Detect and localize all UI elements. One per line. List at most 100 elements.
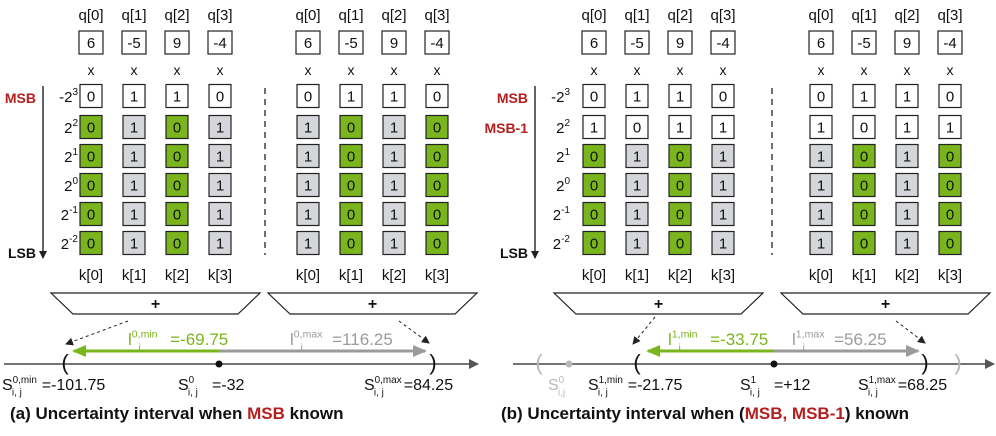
bit-cell <box>425 201 449 227</box>
bit-value: 0 <box>590 149 598 166</box>
bit-cell <box>895 114 919 140</box>
bit-value: 1 <box>903 89 911 106</box>
bit-cell <box>425 83 449 109</box>
interval-open-bracket: ( <box>61 350 69 375</box>
bit-value: 1 <box>946 120 954 137</box>
bit-value: 1 <box>390 89 398 106</box>
bit-value: 1 <box>817 149 825 166</box>
multiply-sign: x <box>818 62 825 78</box>
q-value: -5 <box>127 35 140 52</box>
adder <box>266 292 479 315</box>
multiply-sign: x <box>861 62 868 78</box>
bit-value: 1 <box>817 236 825 253</box>
bit-weight: 2-2 <box>61 234 79 253</box>
bit-value: 1 <box>216 207 224 224</box>
bit-cell <box>122 143 146 169</box>
k-label: k[0] <box>582 267 606 284</box>
multiply-sign: x <box>720 62 727 78</box>
bit-cell <box>852 201 876 227</box>
bit-cell <box>852 143 876 169</box>
bit-value: 0 <box>719 89 727 106</box>
q-label: q[1] <box>338 7 363 24</box>
bit-value: 1 <box>130 207 138 224</box>
multiply-sign: x <box>305 62 312 78</box>
q-value: -5 <box>857 35 870 52</box>
bit-value: 0 <box>860 236 868 253</box>
q-value-box <box>851 30 877 55</box>
bit-value: 0 <box>946 149 954 166</box>
bit-weight: 2-1 <box>553 205 571 224</box>
bit-value: 1 <box>903 236 911 253</box>
bit-value: 0 <box>433 120 441 137</box>
bit-value: 0 <box>173 236 181 253</box>
bit-cell <box>582 201 606 227</box>
q-value: -4 <box>430 35 443 52</box>
bit-cell <box>809 114 833 140</box>
bit-value: 1 <box>390 236 398 253</box>
q-label: q[2] <box>667 7 692 24</box>
q-label: q[3] <box>207 7 232 24</box>
bit-value: 1 <box>903 178 911 195</box>
bit-cell <box>79 114 103 140</box>
bit-value: 1 <box>817 207 825 224</box>
q-value-box <box>808 30 834 55</box>
multiply-sign: x <box>391 62 398 78</box>
bit-value: 0 <box>676 178 684 195</box>
bit-cell <box>165 114 189 140</box>
bit-value: 1 <box>817 178 825 195</box>
bit-value: 0 <box>347 178 355 195</box>
bit-cell <box>79 201 103 227</box>
q-value: 9 <box>903 35 911 52</box>
q-value: 9 <box>173 35 181 52</box>
bit-cell <box>582 172 606 198</box>
bit-cell <box>852 114 876 140</box>
q-value: -5 <box>344 35 357 52</box>
point-s1 <box>770 360 778 368</box>
k-label: k[0] <box>809 267 833 284</box>
multiply-sign: x <box>348 62 355 78</box>
max-pointer <box>398 320 430 344</box>
bit-value: 0 <box>590 178 598 195</box>
bit-cell <box>425 230 449 256</box>
q-value-box <box>937 30 963 55</box>
k-label: k[3] <box>711 267 735 284</box>
q-label: q[2] <box>894 7 919 24</box>
q-label: q[0] <box>295 7 320 24</box>
k-label: k[1] <box>122 267 146 284</box>
bit-cell <box>339 83 363 109</box>
bit-cell <box>711 143 735 169</box>
bit-cell <box>165 201 189 227</box>
bit-weight: 21 <box>556 147 570 166</box>
q-value-box <box>581 30 607 55</box>
k-label: k[1] <box>625 267 649 284</box>
bit-value: 1 <box>633 178 641 195</box>
bit-value: 0 <box>304 89 312 106</box>
adder-plus: + <box>368 296 377 313</box>
bit-cell <box>625 83 649 109</box>
bit-cell <box>625 143 649 169</box>
lsb-label: LSB <box>500 245 528 261</box>
q-value: 6 <box>304 35 312 52</box>
bit-value: 1 <box>390 178 398 195</box>
bit-value: 0 <box>347 149 355 166</box>
bit-cell <box>296 114 320 140</box>
bit-value: 0 <box>173 178 181 195</box>
bit-value: 0 <box>347 120 355 137</box>
q-value: 9 <box>390 35 398 52</box>
min-pointer <box>65 320 129 346</box>
q-value-box <box>295 30 321 55</box>
bit-value: 1 <box>633 89 641 106</box>
q-value-box <box>207 30 233 55</box>
bit-value: 0 <box>87 149 95 166</box>
bit-value: 1 <box>304 149 312 166</box>
multiply-sign: x <box>591 62 598 78</box>
bit-cell <box>339 172 363 198</box>
adder <box>552 292 765 315</box>
bit-cell <box>582 143 606 169</box>
q-label: q[2] <box>164 7 189 24</box>
